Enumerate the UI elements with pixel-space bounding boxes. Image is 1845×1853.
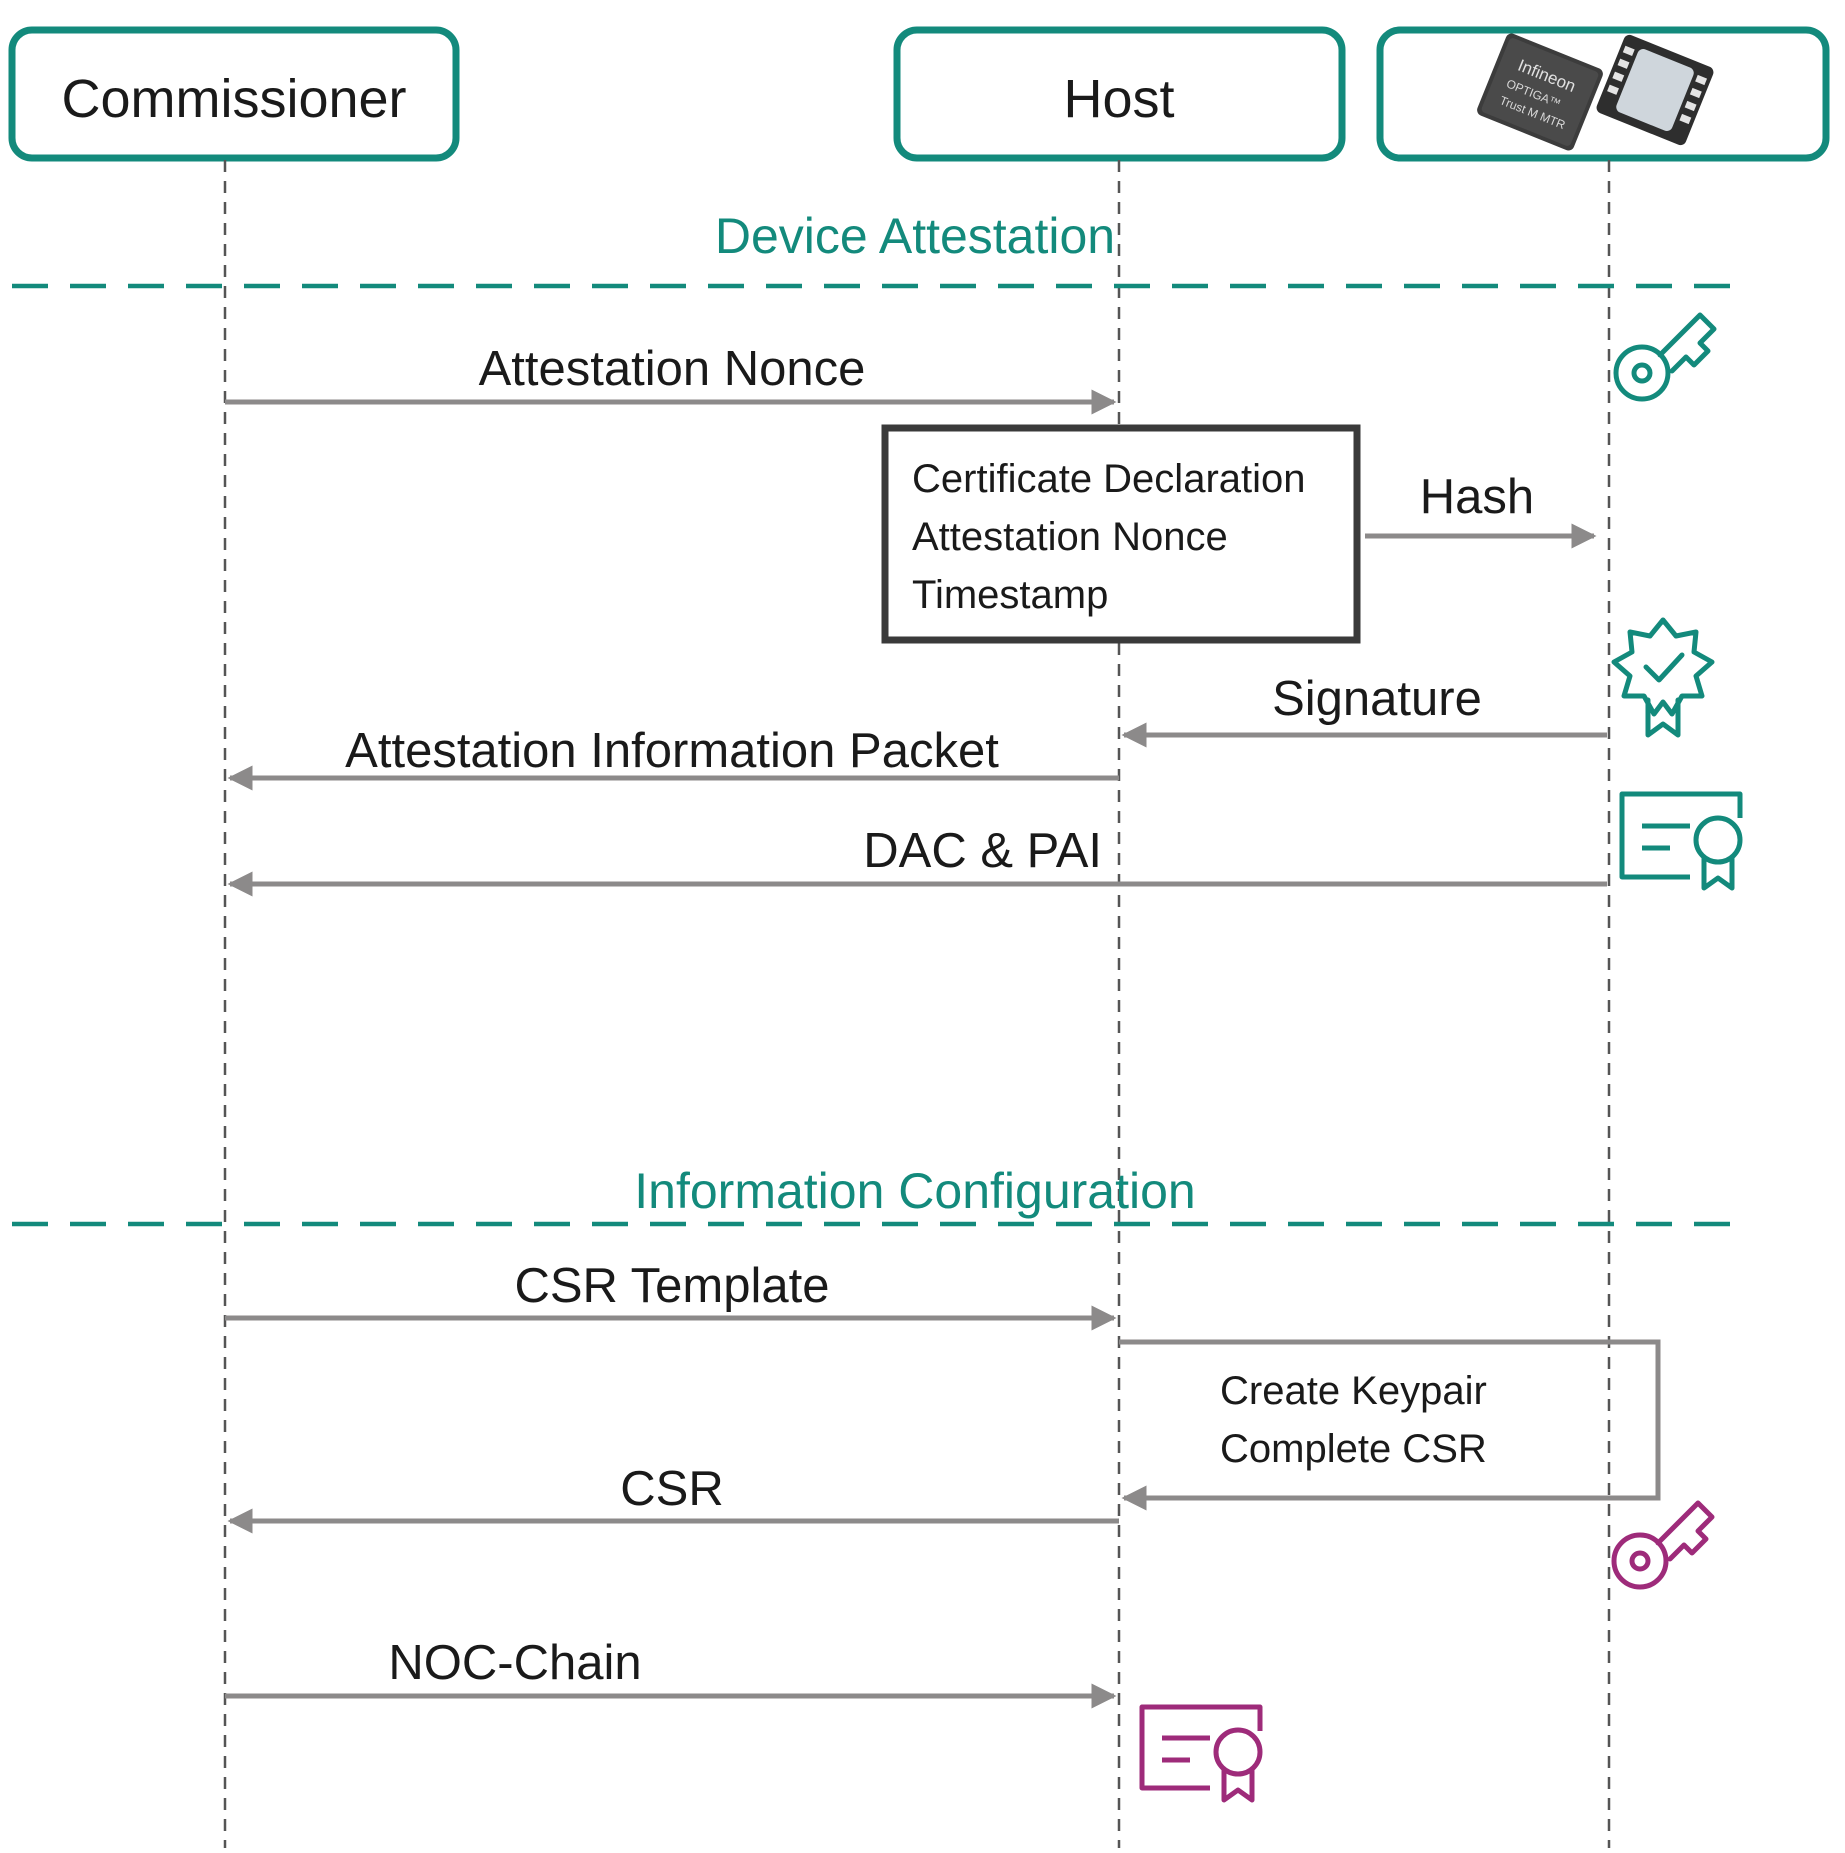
section-information-configuration: Information Configuration	[12, 1163, 1745, 1227]
note-line-complete-csr: Complete CSR	[1220, 1427, 1487, 1471]
participant-commissioner-label: Commissioner	[61, 69, 406, 129]
message-noc-chain: NOC-Chain	[388, 1636, 641, 1690]
keypair-note: Create Keypair Complete CSR	[1220, 1369, 1487, 1471]
section-information-configuration-label: Information Configuration	[634, 1163, 1195, 1219]
message-csr-template: CSR Template	[514, 1259, 829, 1313]
certificate-icon	[1139, 1704, 1263, 1803]
message-dac-pai: DAC & PAI	[863, 824, 1102, 878]
message-attestation-information-packet: Attestation Information Packet	[345, 724, 999, 778]
hash-input-note: Certificate Declaration Attestation Nonc…	[881, 424, 1361, 644]
message-signature: Signature	[1272, 672, 1482, 726]
arrow-create-keypair-loop	[1119, 1339, 1661, 1511]
participant-secure-element: Infineon OPTIGA™ Trust M MTR	[1376, 26, 1830, 162]
certificate-icon	[1619, 791, 1743, 891]
message-csr: CSR	[620, 1462, 723, 1516]
message-arrows	[225, 389, 1661, 1709]
note-line-certificate-declaration: Certificate Declaration	[912, 457, 1306, 501]
note-line-create-keypair: Create Keypair	[1220, 1369, 1487, 1413]
key-icon	[1611, 1500, 1715, 1590]
section-device-attestation: Device Attestation	[12, 208, 1745, 289]
message-attestation-nonce: Attestation Nonce	[479, 342, 866, 396]
participant-host: Host	[893, 26, 1346, 162]
note-line-attestation-nonce: Attestation Nonce	[912, 515, 1228, 559]
participant-commissioner: Commissioner	[8, 26, 460, 162]
section-device-attestation-label: Device Attestation	[715, 208, 1115, 264]
key-icon	[1613, 312, 1717, 402]
participant-host-label: Host	[1063, 69, 1174, 129]
verified-badge-icon	[1611, 617, 1715, 738]
optiga-trust-m-chip-icon: Infineon OPTIGA™ Trust M MTR	[1477, 33, 1714, 151]
lifelines	[223, 160, 1611, 1848]
note-line-timestamp: Timestamp	[912, 573, 1108, 617]
message-hash: Hash	[1420, 470, 1534, 524]
